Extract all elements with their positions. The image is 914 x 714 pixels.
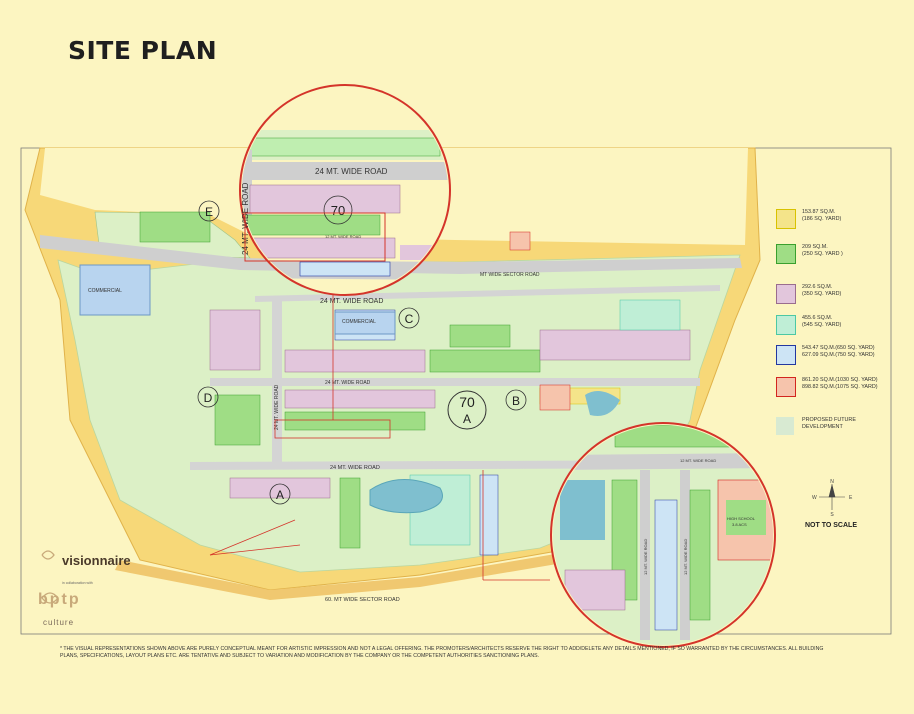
legend-swatch (776, 377, 796, 397)
zoom1-sector: 70 (331, 203, 345, 218)
high-school-area: 3.8 ACS (732, 522, 747, 527)
road-24-upper (255, 285, 720, 302)
road-label-24-mid: 24 MT. WIDE ROAD (325, 380, 371, 386)
legend-text: 292.6 SQ.M. (350 SQ. YARD) (802, 284, 842, 297)
brand-name-2-sub: culture (43, 618, 75, 627)
legend-text: 543.47 SQ.M.(650 SQ. YARD) 627.09 SQ.M.(… (802, 345, 875, 358)
south-label: S (830, 512, 834, 518)
road-vertical (272, 300, 282, 462)
zoom-circle-1: 24 MT. WIDE ROAD 24 MT. WIDE ROAD 12 MT.… (239, 84, 451, 296)
brand-name-2: bptp (38, 591, 81, 608)
legend-text: 455.6 SQ.M. (545 SQ. YARD) (802, 315, 842, 328)
north-label: N (830, 479, 834, 485)
road-label-vertical: 24 MT. WIDE ROAD (274, 384, 280, 430)
page-title: SITE PLAN (68, 36, 218, 65)
west-label: W (812, 495, 817, 501)
sector-road (40, 235, 742, 274)
high-school-label: HIGH SCHOOL (727, 516, 756, 521)
sector-circle (447, 390, 487, 430)
legend-text: 153.87 SQ.M. (186 SQ. YARD) (802, 209, 842, 222)
north-arrow-icon: N S E W (812, 479, 853, 518)
road-label-bottom: 60. MT WIDE SECTOR ROAD (325, 597, 400, 603)
park-lake-1 (369, 479, 443, 514)
road-label-sector: MT WIDE SECTOR ROAD (480, 272, 540, 278)
pocket-label-b: B (512, 394, 520, 408)
bottom-sector-road (115, 543, 622, 600)
zoom2-road-b: 12 MT. WIDE ROAD (643, 539, 648, 575)
legend-swatch (776, 209, 796, 229)
zoom2-road-c: 12 MT. WIDE ROAD (683, 539, 688, 575)
legend-swatch (776, 417, 794, 435)
road-24-mid (210, 378, 700, 386)
commercial-block-1 (79, 264, 151, 316)
sector-sub: A (463, 412, 471, 426)
disclaimer: * THE VISUAL REPRESENTATIONS SHOWN ABOVE… (60, 646, 824, 659)
legend-swatch (776, 244, 796, 264)
brand-sub: in collaboration with (62, 581, 93, 585)
park-lake-2 (585, 391, 620, 416)
legend-swatch (776, 315, 796, 335)
legend-text: PROPOSED FUTURE DEVELOPMENT (802, 417, 856, 430)
callout-lines (209, 290, 550, 581)
brand-logo-icon (41, 550, 59, 604)
zoom2-road-a: 12 MT. WIDE ROAD (680, 458, 716, 463)
scale-note: NOT TO SCALE (805, 522, 857, 529)
pocket-label-e: E (205, 205, 213, 219)
east-label: E (849, 495, 853, 501)
legend-text: 209 SQ.M. (250 SQ. YARD ) (802, 244, 843, 257)
legend-swatch (776, 284, 796, 304)
pocket-label-a: A (276, 488, 284, 502)
road-label-24-lower: 24 MT. WIDE ROAD (330, 465, 380, 471)
legend-text: 861.20 SQ.M.(1030 SQ. YARD) 898.82 SQ.M.… (802, 377, 878, 390)
zoom-circle-2: 12 MT. WIDE ROAD 12 MT. WIDE ROAD 12 MT.… (550, 422, 776, 648)
commercial-label-1: COMMERCIAL (88, 288, 122, 294)
pocket-markers: A B C D E (197, 200, 527, 505)
zoom1-road-top: 24 MT. WIDE ROAD (315, 167, 388, 176)
sector-number: 70 (459, 394, 475, 410)
pocket-label-c: C (405, 312, 414, 326)
pocket-label-d: D (204, 391, 213, 405)
commercial-label-2: COMMERCIAL (342, 319, 376, 325)
zoom1-road-12: 12 MT. WIDE ROAD (325, 234, 361, 239)
road-label-24-upper: 24 MT. WIDE ROAD (320, 298, 383, 305)
commercial-block-2 (334, 311, 396, 335)
legend-swatch (776, 345, 796, 365)
brand-name: visionnaire (62, 553, 131, 568)
